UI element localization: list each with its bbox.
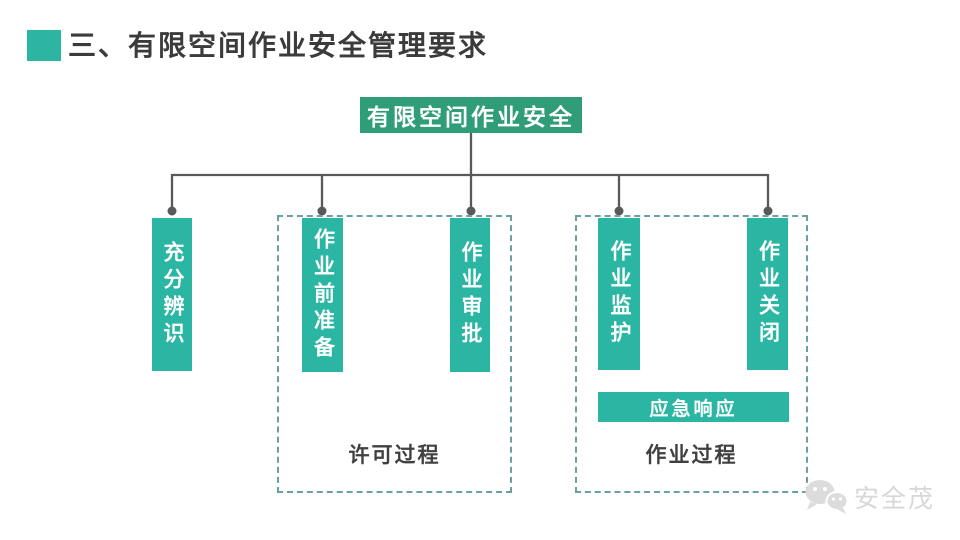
branch-box-work-approval: 作业审批 <box>450 218 490 372</box>
group-operation-process: 作业过程 <box>575 215 808 493</box>
root-node: 有限空间作业安全 <box>360 97 582 133</box>
group-operation-label: 作业过程 <box>645 444 738 467</box>
group-permit-process: 许可过程 <box>277 215 512 493</box>
branch-box-work-closure: 作业关闭 <box>747 218 788 370</box>
branch-label: 充分辨识 <box>161 240 184 349</box>
branch-box-identification: 充分辨识 <box>152 218 192 371</box>
branch-box-work-monitoring: 作业监护 <box>598 218 640 370</box>
page-title: 三、有限空间作业安全管理要求 <box>68 30 489 61</box>
wechat-bubbles-icon <box>805 480 849 514</box>
emergency-response-bar: 应急响应 <box>598 392 789 422</box>
branch-label: 作业监护 <box>608 240 631 348</box>
title-bullet-square <box>27 30 61 61</box>
watermark-text: 安全茂 <box>854 484 936 513</box>
watermark: 安全茂 <box>803 478 935 515</box>
group-permit-label: 许可过程 <box>348 444 441 467</box>
branch-label: 作业关闭 <box>756 240 780 348</box>
connector-dot <box>167 206 177 216</box>
branch-label: 作业审批 <box>459 241 482 349</box>
branch-box-pre-work-preparation: 作业前准备 <box>302 218 343 372</box>
branch-label: 作业前准备 <box>311 227 335 363</box>
